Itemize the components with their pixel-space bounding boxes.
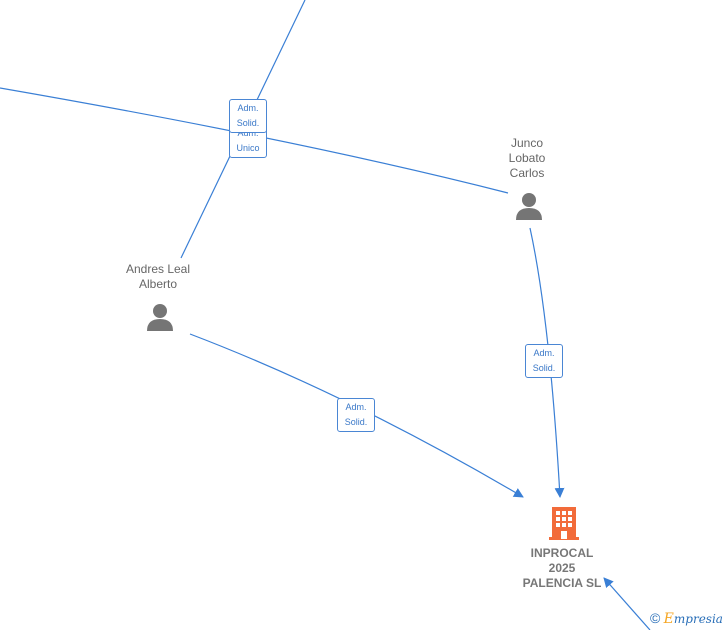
node-label-line: PALENCIA SL	[522, 576, 602, 590]
node-label-line: Lobato	[508, 151, 546, 165]
person-icon[interactable]	[513, 190, 545, 222]
edge-bottom-right-to-company	[603, 577, 651, 630]
node-label-line: Alberto	[138, 277, 178, 291]
node-label-line: INPROCAL	[530, 546, 594, 560]
node-label-company[interactable]: INPROCAL 2025 PALENCIA SL	[497, 546, 627, 591]
edge-junco-to-company	[529, 227, 565, 498]
node-label-junco[interactable]: Junco Lobato Carlos	[472, 136, 582, 181]
node-label-andres[interactable]: Andres Leal Alberto	[103, 262, 213, 292]
brand-first-letter: E	[663, 611, 674, 627]
edge-label-line: Adm.	[237, 103, 259, 113]
node-label-line: Andres Leal	[125, 262, 191, 276]
edge-left-to-junco	[0, 87, 509, 194]
person-icon[interactable]	[144, 301, 176, 333]
edge-label-adm-solid-top[interactable]: Adm. Solid.	[229, 99, 267, 133]
edge-label-line: Adm.	[345, 402, 367, 412]
empresia-watermark: © Empresia	[650, 610, 723, 627]
node-label-line: Carlos	[509, 166, 545, 180]
edge-label-line: Adm.	[237, 128, 259, 138]
copyright-symbol: ©	[650, 610, 661, 626]
edge-label-line: Adm.	[533, 348, 555, 358]
building-icon[interactable]	[547, 505, 581, 541]
edge-label-line: Solid.	[236, 118, 260, 128]
edge-label-line: Unico	[236, 143, 260, 153]
edge-label-andres-company[interactable]: Adm. Solid.	[337, 398, 375, 432]
edge-label-junco-company[interactable]: Adm. Solid.	[525, 344, 563, 378]
node-label-line: 2025	[548, 561, 576, 575]
edge-label-line: Solid.	[344, 417, 368, 427]
brand-rest: mpresia	[673, 612, 723, 626]
edge-label-line: Solid.	[532, 363, 556, 373]
node-label-line: Junco	[510, 136, 544, 150]
